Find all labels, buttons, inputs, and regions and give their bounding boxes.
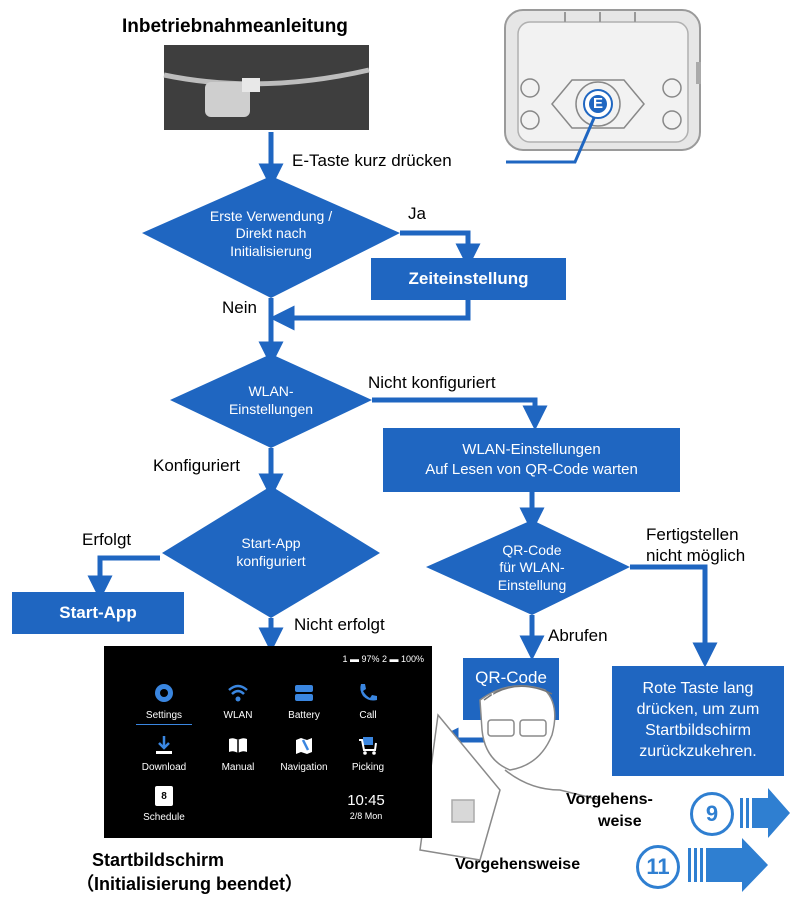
app-wlan-label: WLAN [223,710,253,721]
home-screen: 1 ▬ 97% 2 ▬ 100% Settings WLAN Battery C… [104,646,432,838]
app-call[interactable]: Call [328,682,408,721]
decision-qr-line2: für WLAN- [499,559,565,576]
decision-first-use-line3: Initialisierung [230,242,312,259]
step-number-11[interactable]: 11 [636,845,680,889]
device-photo [163,45,370,130]
device-drawing [504,9,701,151]
app-call-label: Call [359,710,377,721]
app-settings-label: Settings [145,710,183,721]
decision-wlan-line1: WLAN- [248,382,294,399]
e-key-icon: E [592,95,603,112]
box-qr-read-line2: lesen [490,690,532,709]
battery-icon [293,682,315,704]
decision-first-use-shape [142,176,400,298]
box-wlan-wait-line2: Auf Lesen von QR-Code warten [425,461,638,478]
app-schedule-label: Schedule [143,812,185,823]
box-red-key: Rote Taste lang drücken, um zum Startbil… [612,666,784,776]
decision-wlan-line2: Einstellungen [228,401,314,417]
e-key-label: E-Taste kurz drücken [292,151,452,170]
app-battery[interactable]: Battery [264,682,344,721]
book-icon [227,734,249,756]
page-title: Inbetriebnahmeanleitung [122,16,348,37]
box-zeit-shape [371,258,566,300]
decision-wlan: WLAN- Einstellungen [205,380,337,420]
decision-qr-shape [426,520,630,615]
person-scanning-illustration [419,685,601,861]
step-arrow-11 [688,838,768,892]
decision-first-use-line1: Erste Verwendung / [209,207,333,224]
step-number-9[interactable]: 9 [690,792,734,836]
step-arrow-9 [740,788,790,838]
app-wlan[interactable]: WLAN [198,682,278,721]
step-label-a-line2: weise [598,813,642,830]
home-screen-caption-1: Startbildschirm [92,850,225,870]
app-download[interactable]: Download [124,734,204,773]
status-bar: 1 ▬ 97% 2 ▬ 100% [342,654,424,664]
box-start-app: Start-App [59,603,137,622]
box-start-app-shape [12,592,184,634]
decision-start-app-line2: konfiguriert [236,553,306,569]
decision-qr: QR-Code für WLAN- Einstellung [470,540,594,596]
clock-date: 2/8 Mon [349,811,383,821]
box-qr-read-line1: QR-Code [475,667,547,687]
box-red-line3: Startbildschirm [645,722,751,739]
box-wlan-wait-line1: WLAN-Einstellungen [462,440,601,458]
label-nicht-konfiguriert: Nicht konfiguriert [368,373,496,392]
home-screen-caption-2: （Initialisierung beendet） [76,874,304,894]
app-download-label: Download [141,762,187,773]
download-icon [153,734,175,756]
box-qr-read: QR-Code lesen [463,658,559,720]
app-manual[interactable]: Manual [198,734,278,773]
calendar-icon: 8 [155,786,173,806]
label-abrufen: Abrufen [548,626,608,645]
app-picking-label: Picking [351,762,385,773]
box-red-line4: zurückzukehren. [639,742,757,760]
label-nicht-moeglich: nicht möglich [646,546,746,565]
map-icon [293,734,315,756]
step-label-b: Vorgehensweise [455,856,581,873]
app-picking[interactable]: Picking [328,734,408,773]
decision-qr-line1: QR-Code [502,541,562,558]
label-ja: Ja [408,204,426,223]
app-schedule[interactable]: 8 Schedule [124,786,204,823]
box-red-shape [612,666,784,776]
decision-start-app: Start-App konfiguriert [205,532,337,572]
clock-time: 10:45 [347,792,385,809]
label-fertigstellen: Fertigstellen [646,525,739,544]
phone-icon [357,682,379,704]
label-konfiguriert: Konfiguriert [153,456,240,475]
box-red-line1: Rote Taste lang [642,680,754,698]
box-wlan-wait: WLAN-Einstellungen Auf Lesen von QR-Code… [383,428,680,492]
app-navigation[interactable]: Navigation [264,734,344,773]
box-red-line2: drücken, um zum [636,701,760,719]
app-manual-label: Manual [221,762,255,773]
box-zeiteinstellung: Zeiteinstellung [408,269,529,288]
box-wlan-wait-shape [383,428,680,492]
decision-qr-line3: Einstellung [497,576,567,593]
wifi-icon [227,682,249,704]
decision-wlan-shape [170,354,372,448]
cart-icon [357,734,379,756]
app-settings[interactable]: Settings [124,682,204,725]
step-label-a-line1: Vorgehens- [566,791,653,808]
decision-first-use: Erste Verwendung / Direkt nach Initialis… [175,206,367,262]
app-navigation-label: Navigation [280,762,328,773]
label-erfolgt: Erfolgt [82,530,132,549]
label-nicht-erfolgt: Nicht erfolgt [294,615,385,634]
gear-icon [153,682,175,704]
label-nein: Nein [222,298,257,317]
app-battery-label: Battery [288,710,320,721]
calendar-icon-number: 8 [161,791,167,802]
decision-start-app-line1: Start-App [241,534,301,551]
decision-start-app-shape [162,486,380,618]
decision-first-use-line2: Direkt nach [235,225,307,242]
